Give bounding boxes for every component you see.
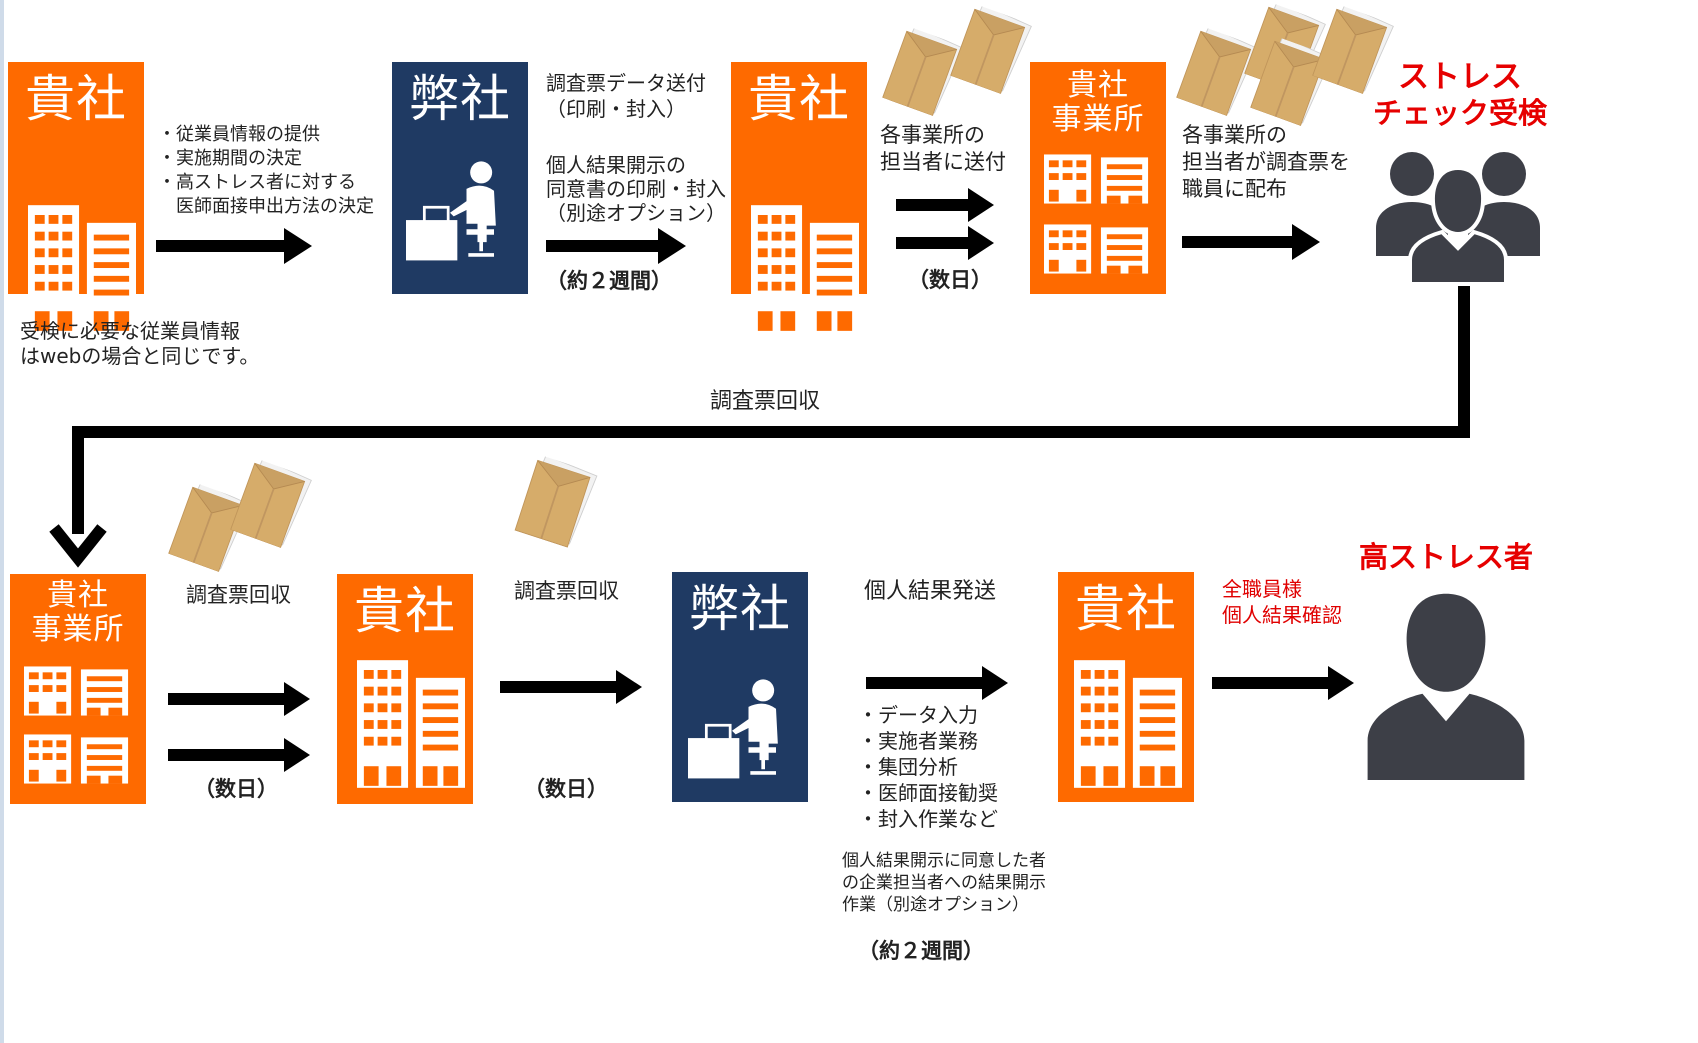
arrow-step1 (156, 228, 312, 264)
stress-check-target-line2: チェック受検 (1372, 96, 1547, 130)
step6-label: 調査票回収 (514, 579, 619, 603)
step7-bullet-2: ・実施者業務 (858, 729, 978, 753)
high-stress-target-label: 高ストレス者 (1358, 540, 1533, 574)
client-box-title: 貴社 (354, 582, 456, 640)
client-branch-title-line1: 貴社 (47, 578, 109, 613)
step1-bullets: ・従業員情報の提供 ・実施期間の決定 ・高ストレス者に対する 医師面接申出方法の… (158, 123, 374, 219)
left-edge-bar (0, 0, 4, 1043)
step1-bullet-3: ・高ストレス者に対する (158, 172, 356, 193)
client-branch-box-1: 貴社 事業所 (1030, 62, 1166, 294)
step7-bullet-4: ・医師面接勧奨 (858, 781, 998, 805)
arrow-step5-a (168, 682, 310, 716)
step3-line1: 各事業所の (880, 123, 985, 147)
office-worker-icon (406, 158, 516, 262)
building-icon (24, 666, 132, 716)
building-icon (1044, 224, 1152, 274)
step7-option-line3: 作業（別途オプション） (842, 895, 1029, 915)
step7-bullets: ・データ入力 ・実施者業務 ・集団分析 ・医師面接勧奨 ・封入作業など (858, 702, 998, 832)
step8-line1: 全職員様 (1222, 577, 1302, 601)
client-branch-title-line1: 貴社 (1067, 68, 1129, 103)
client-branch-title-line2: 事業所 (31, 612, 125, 647)
step2-duration: （約２週間） (546, 269, 672, 293)
step1-bullet-1: ・従業員情報の提供 (158, 124, 320, 145)
client-branch-box-2: 貴社 事業所 (10, 574, 146, 804)
connector-label: 調査票回収 (710, 389, 821, 414)
step7-option-line2: の企業担当者への結果開示 (842, 873, 1046, 893)
arrow-step3-b (896, 226, 994, 260)
group-icon (1376, 152, 1540, 284)
office-worker-icon (688, 676, 798, 780)
step2-line1: 調査票データ送付 (546, 71, 706, 95)
envelope-icon (949, 4, 1033, 97)
client-branch-title-line2: 事業所 (1051, 102, 1145, 137)
step7-label: 個人結果発送 (864, 579, 997, 604)
arrow-step4 (1182, 224, 1320, 260)
step1-note-line2: はwebの場合と同じです。 (20, 344, 260, 368)
client-box-title: 貴社 (748, 70, 850, 128)
step7-bullet-1: ・データ入力 (858, 703, 978, 727)
arrow-step2 (546, 228, 686, 264)
our-company-box-1: 弊社 (392, 62, 528, 294)
building-icon (1074, 660, 1182, 788)
client-box-1: 貴社 (8, 62, 144, 294)
arrow-step3-a (896, 188, 994, 222)
building-icon (1044, 154, 1152, 204)
step2-option-line2: 同意書の印刷・封入 (546, 177, 726, 201)
step4-line3: 職員に配布 (1182, 177, 1287, 201)
arrow-step6 (500, 670, 642, 704)
client-box-title: 貴社 (25, 70, 127, 128)
step1-note-line1: 受検に必要な従業員情報 (20, 319, 240, 343)
step5-label: 調査票回収 (186, 583, 291, 607)
building-icon (24, 734, 132, 784)
collection-connector-arrow (49, 286, 1470, 568)
client-box-2: 貴社 (731, 62, 867, 294)
stress-check-target-line1: ストレス (1398, 59, 1522, 95)
client-box-3: 貴社 (337, 574, 473, 804)
building-icon (357, 660, 465, 788)
our-company-box-title: 弊社 (409, 70, 511, 128)
step2-option-line3: （別途オプション） (546, 201, 726, 225)
step8-line2: 個人結果確認 (1222, 603, 1342, 627)
client-box-4: 貴社 (1058, 572, 1194, 802)
step6-duration: （数日） (524, 777, 608, 801)
step3-line2: 担当者に送付 (880, 150, 1006, 174)
step7-option-line1: 個人結果開示に同意した者 (842, 851, 1046, 871)
step5-duration: （数日） (194, 777, 278, 801)
step4-line1: 各事業所の (1182, 123, 1287, 147)
our-company-box-2: 弊社 (672, 572, 808, 802)
step2-line2: （印刷・封入） (546, 97, 686, 121)
arrow-step8 (1212, 666, 1354, 700)
our-company-box-title: 弊社 (689, 580, 791, 638)
step7-bullet-5: ・封入作業など (858, 807, 998, 831)
client-box-title: 貴社 (1075, 580, 1177, 638)
arrow-step7 (866, 666, 1008, 700)
step4-line2: 担当者が調査票を (1182, 150, 1350, 174)
person-icon (1356, 584, 1536, 780)
step1-bullet-4: 医師面接申出方法の決定 (158, 196, 374, 217)
step1-bullet-2: ・実施期間の決定 (158, 148, 302, 169)
step7-duration: （約２週間） (858, 939, 984, 963)
step7-bullet-3: ・集団分析 (858, 755, 958, 779)
arrow-step5-b (168, 738, 310, 772)
step2-option-line1: 個人結果開示の (546, 153, 686, 177)
step3-duration: （数日） (908, 268, 992, 292)
